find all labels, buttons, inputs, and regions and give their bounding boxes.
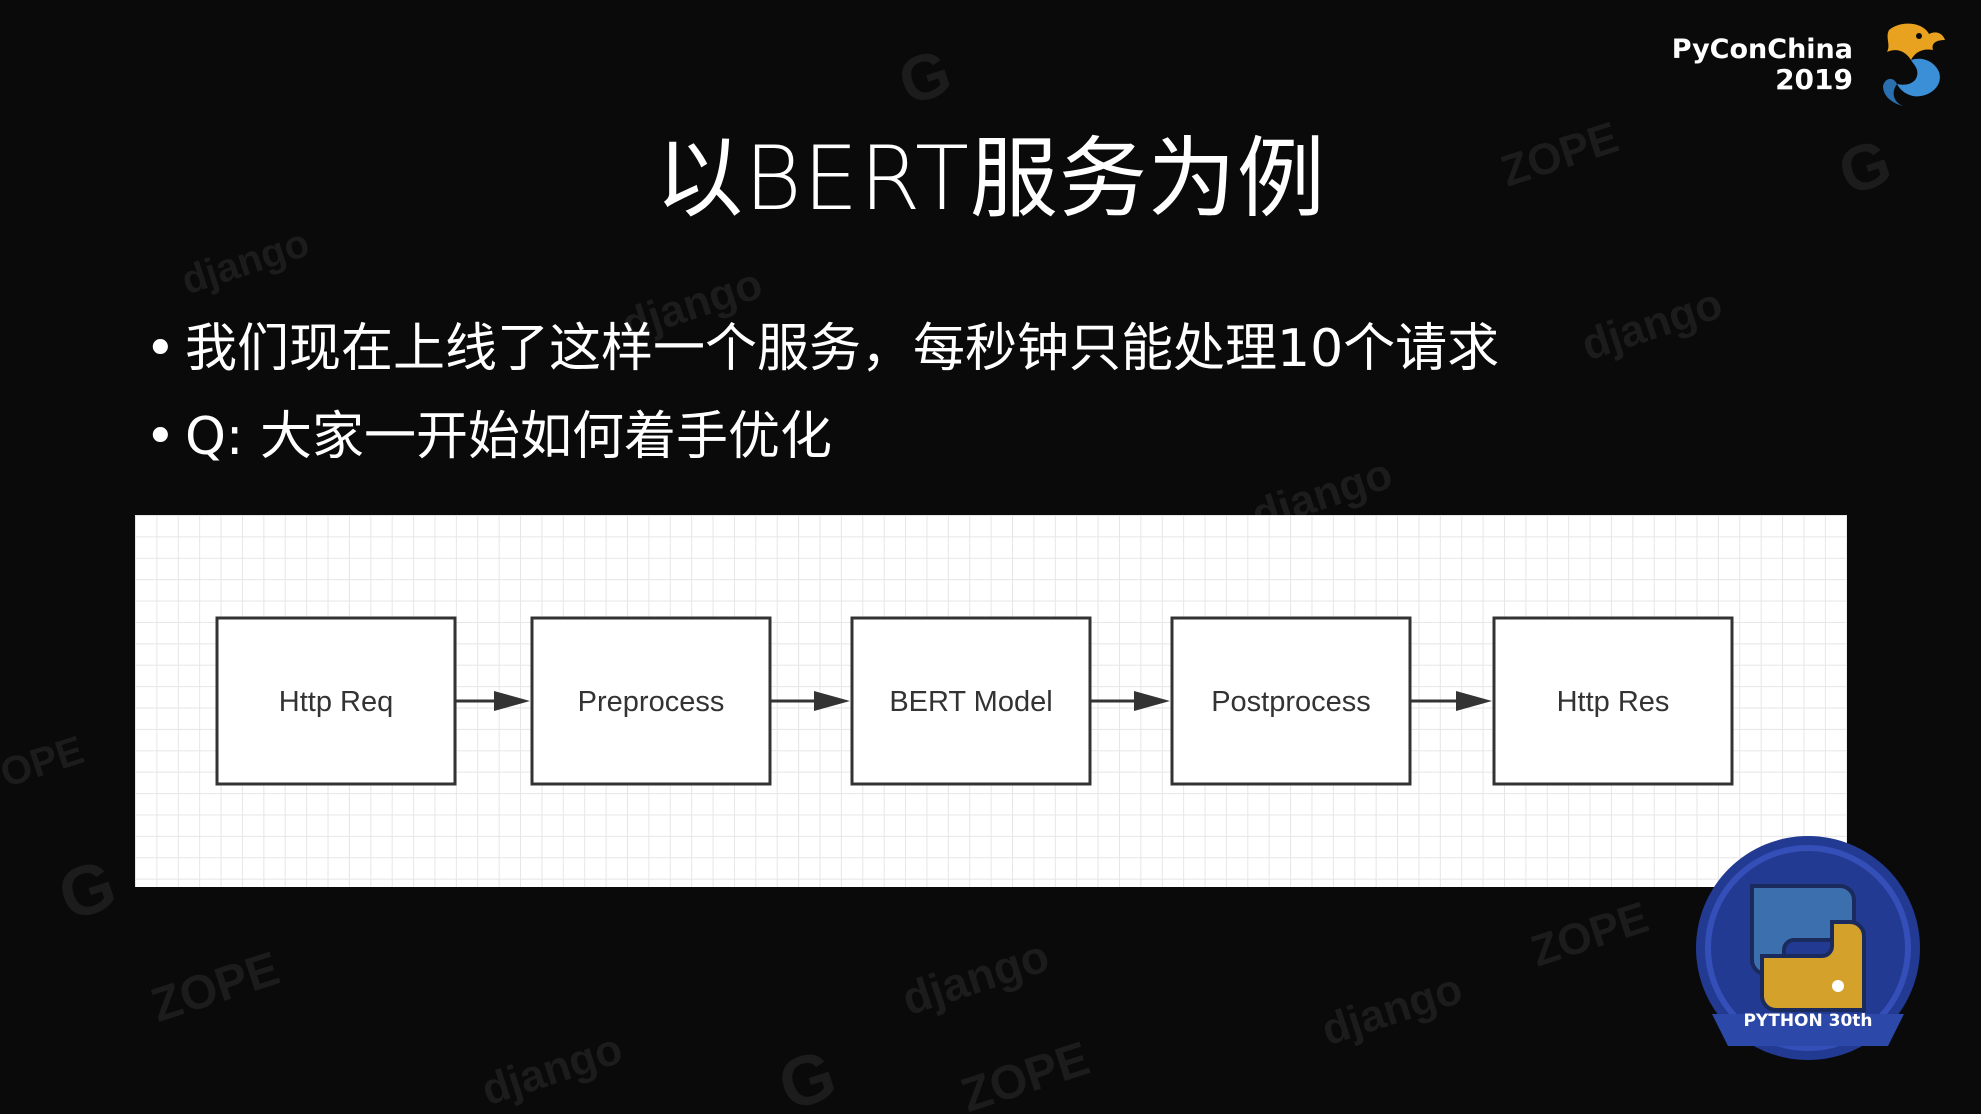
bullet-item: • 我们现在上线了这样一个服务，每秒钟只能处理10个请求 [145,305,1499,393]
node-label: BERT Model [889,686,1052,718]
edge-arrowhead [1134,691,1170,711]
dragon-logo-icon [1883,23,1945,106]
node-http-req: Http Req [215,616,457,786]
node-box [1170,616,1412,786]
watermark: G [49,844,126,936]
bullet-marker: • [145,319,176,379]
node-box [530,616,772,786]
watermark: django [1575,278,1729,371]
logo-year: 2019 [1775,63,1853,96]
pyconchina-logo: PyConChina 2019 [1672,20,1953,110]
node-http-res: Http Res [1492,616,1734,786]
bullet-marker: • [145,407,176,467]
logo-text: PyConChina 2019 [1672,35,1853,95]
pipeline-diagram: Http Req Preprocess BERT Model Postprocess H… [135,515,1847,887]
badge-text: PYTHON 30th [1743,1011,1872,1031]
watermark: OPE [0,728,90,797]
watermark: ZOPE [955,1032,1096,1114]
node-label: Postprocess [1211,686,1371,718]
slide-title: 以BERT服务为例 [655,127,1326,230]
bullet-item: • Q: 大家一开始如何着手优化 [145,393,1499,481]
bullet-list: • 我们现在上线了这样一个服务，每秒钟只能处理10个请求 • Q: 大家一开始如… [145,305,1499,481]
python-30th-badge: PYTHON 30th [1696,836,1920,1060]
node-postprocess: Postprocess [1170,616,1412,786]
node-box [215,616,457,786]
logo-name: PyConChina [1671,34,1853,65]
watermark: django [895,928,1056,1026]
watermark: django [475,1023,629,1114]
node-box [850,616,1092,786]
node-bert-model: BERT Model [850,616,1092,786]
watermark: ZOPE [1525,892,1655,977]
watermark: ZOPE [145,942,286,1033]
edge-arrowhead [1456,691,1492,711]
edge-arrowhead [494,691,530,711]
node-box [1492,616,1734,786]
node-preprocess: Preprocess [530,616,772,786]
node-label: Http Res [1557,686,1670,718]
bullet-text: 我们现在上线了这样一个服务，每秒钟只能处理10个请求 [185,319,1500,379]
edge-arrowhead [814,691,850,711]
watermark: G [769,1034,846,1114]
watermark: django [1315,963,1469,1056]
node-label: Http Req [279,686,393,718]
bullet-text: Q: 大家一开始如何着手优化 [185,407,832,467]
pipeline-diagram-svg: Http Req Preprocess BERT Model Postprocess H… [215,616,1734,786]
node-label: Preprocess [578,686,725,718]
python-logo-icon [1750,884,1866,1012]
